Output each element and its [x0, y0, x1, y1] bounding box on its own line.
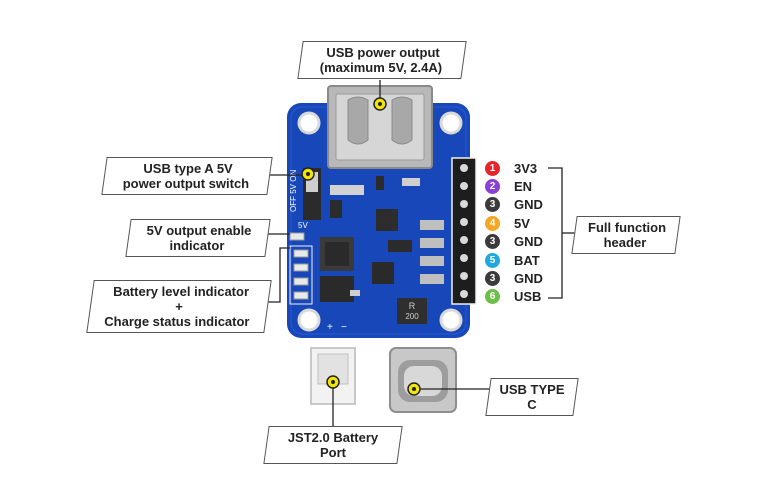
leader-lines [263, 80, 578, 427]
inductor-text-top: R [409, 301, 416, 311]
mount-hole-bl [297, 308, 321, 332]
pin-number-badge: 1 [485, 160, 500, 176]
power-switch [301, 167, 321, 220]
pin-header [451, 157, 477, 305]
pin-row: 2 EN [485, 177, 532, 195]
pin-label: GND [514, 234, 543, 250]
pin-label: 5V [514, 215, 530, 231]
inductor: R 200 [397, 298, 427, 324]
usb-a-port [327, 85, 433, 169]
pin-label: EN [514, 178, 533, 194]
silk-lipo: Li-po [292, 369, 303, 392]
pin-label: GND [514, 197, 543, 213]
pin-row: 6 USB [485, 288, 541, 306]
silk-plus: + [327, 322, 333, 333]
callout-enable-indicator: 5V output enable indicator [125, 219, 271, 257]
pin-number-badge: 3 [485, 234, 500, 250]
components [320, 176, 444, 302]
pin-row: 3 GND [485, 196, 543, 214]
callout-usb-c: USB TYPE C [485, 378, 579, 416]
led-outline [289, 245, 313, 305]
mount-hole-tr [439, 111, 463, 135]
callout-full-header: Full function header [571, 216, 681, 254]
pin-row: 3 GND [485, 233, 543, 251]
pin-label: 3V3 [514, 160, 538, 176]
callout-usb-output: USB power output (maximum 5V, 2.4A) [297, 41, 467, 79]
callout-jst: JST2.0 Battery Port [263, 426, 403, 464]
pin-number-badge: 5 [485, 252, 500, 268]
pin-label: BAT [514, 252, 540, 268]
pin-number-badge: 3 [485, 197, 500, 213]
callout-switch: USB type A 5V power output switch [101, 157, 273, 195]
pin-row: 4 5V [485, 214, 530, 232]
silk-switch-label: OFF 5V ON [289, 170, 298, 212]
pin-label: GND [514, 270, 543, 286]
pin-row: 1 3V3 [485, 159, 537, 177]
pin-number-badge: 4 [485, 215, 500, 231]
inductor-text-bottom: 200 [405, 312, 419, 321]
pin-number-badge: 2 [485, 178, 500, 194]
mount-hole-tl [297, 111, 321, 135]
battery-leds [293, 249, 309, 300]
pin-row: 3 GND [485, 269, 543, 287]
silk-minus: − [341, 322, 347, 333]
pin-label: USB [514, 289, 542, 305]
pin-number-badge: 6 [485, 289, 500, 305]
led-5v [289, 232, 305, 241]
silk-5v: 5V [298, 221, 308, 230]
pin-number-badge: 3 [485, 270, 500, 286]
usb-c-port [389, 347, 457, 413]
mount-hole-br [439, 308, 463, 332]
pin-row: 5 BAT [485, 251, 540, 269]
callout-battery-indicator: Battery level indicator + Charge status … [86, 280, 272, 333]
